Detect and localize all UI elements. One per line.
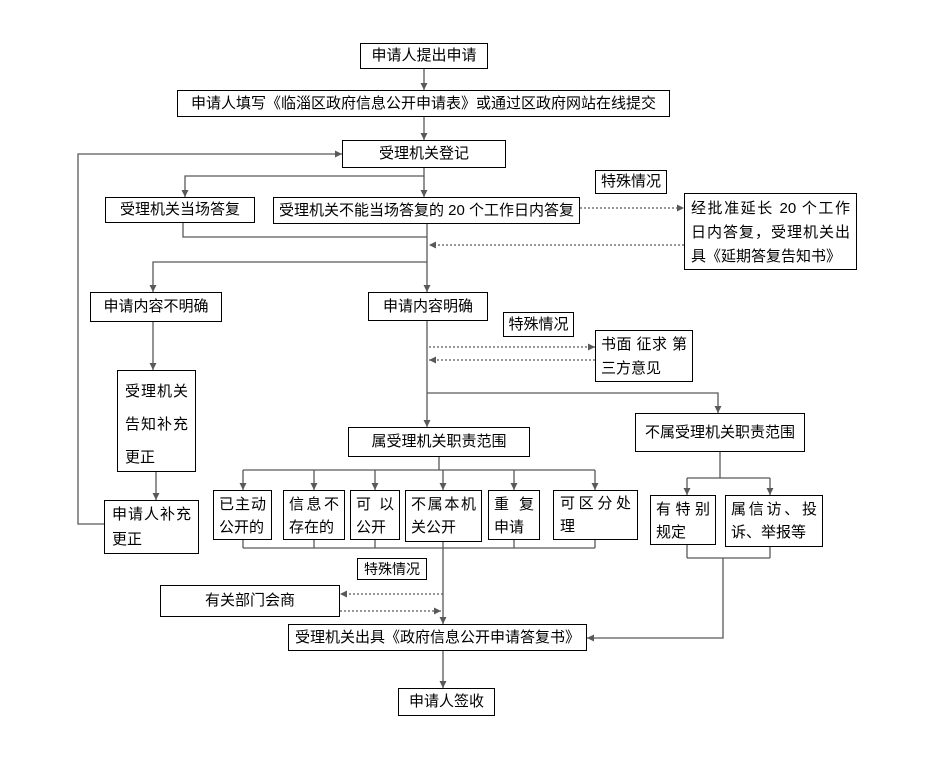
node-already-public: 已主动公开的: [213, 490, 272, 540]
label-special-case-top: 特殊情况: [595, 170, 667, 194]
node-fill-application-form: 申请人填写《临淄区政府信息公开申请表》或通过区政府网站在线提交: [177, 90, 670, 117]
node-extended-reply: 经批准延长 20 个工作日内答复，受理机关出具《延期答复告知书》: [684, 193, 857, 270]
dotted-connectors: [340, 204, 684, 615]
node-department-consult: 有关部门会商: [160, 585, 340, 617]
node-applicant-submit: 申请人提出申请: [360, 43, 488, 69]
node-content-clear: 申请内容明确: [368, 292, 488, 321]
node-issue-reply-document: 受理机关出具《政府信息公开申请答复书》: [288, 624, 587, 651]
node-onspot-reply: 受理机关当场答复: [105, 197, 255, 223]
node-out-of-scope: 不属受理机关职责范围: [635, 413, 805, 452]
node-petition-complaint: 属信访、投诉、举报等: [725, 495, 823, 547]
node-in-scope: 属受理机关职责范围: [348, 427, 530, 457]
node-reply-within-20-days: 受理机关不能当场答复的 20 个工作日内答复: [273, 197, 580, 224]
solid-connectors: [77, 69, 774, 688]
node-separable-handling: 可区分处理: [553, 490, 638, 540]
node-repeat-apply: 重复申请: [488, 490, 540, 540]
label-special-case-bottom: 特殊情况: [357, 558, 427, 580]
node-third-party-opinion: 书面 征求 第三方意见: [595, 330, 693, 382]
node-can-public: 可以公开: [350, 490, 400, 540]
label-special-case-mid: 特殊情况: [503, 312, 574, 337]
node-applicant-supplement: 申请人补充更正: [104, 500, 199, 554]
node-notify-supplement: 受理机关告知补充更正: [117, 370, 196, 472]
node-special-rules: 有特别规定: [650, 495, 716, 545]
node-not-this-organ: 不属本机关公开: [405, 490, 482, 542]
node-applicant-sign: 申请人签收: [398, 688, 495, 716]
node-info-not-exist: 信息不存在的: [283, 490, 345, 540]
node-organ-register: 受理机关登记: [342, 140, 506, 168]
node-content-unclear: 申请内容不明确: [90, 292, 222, 322]
